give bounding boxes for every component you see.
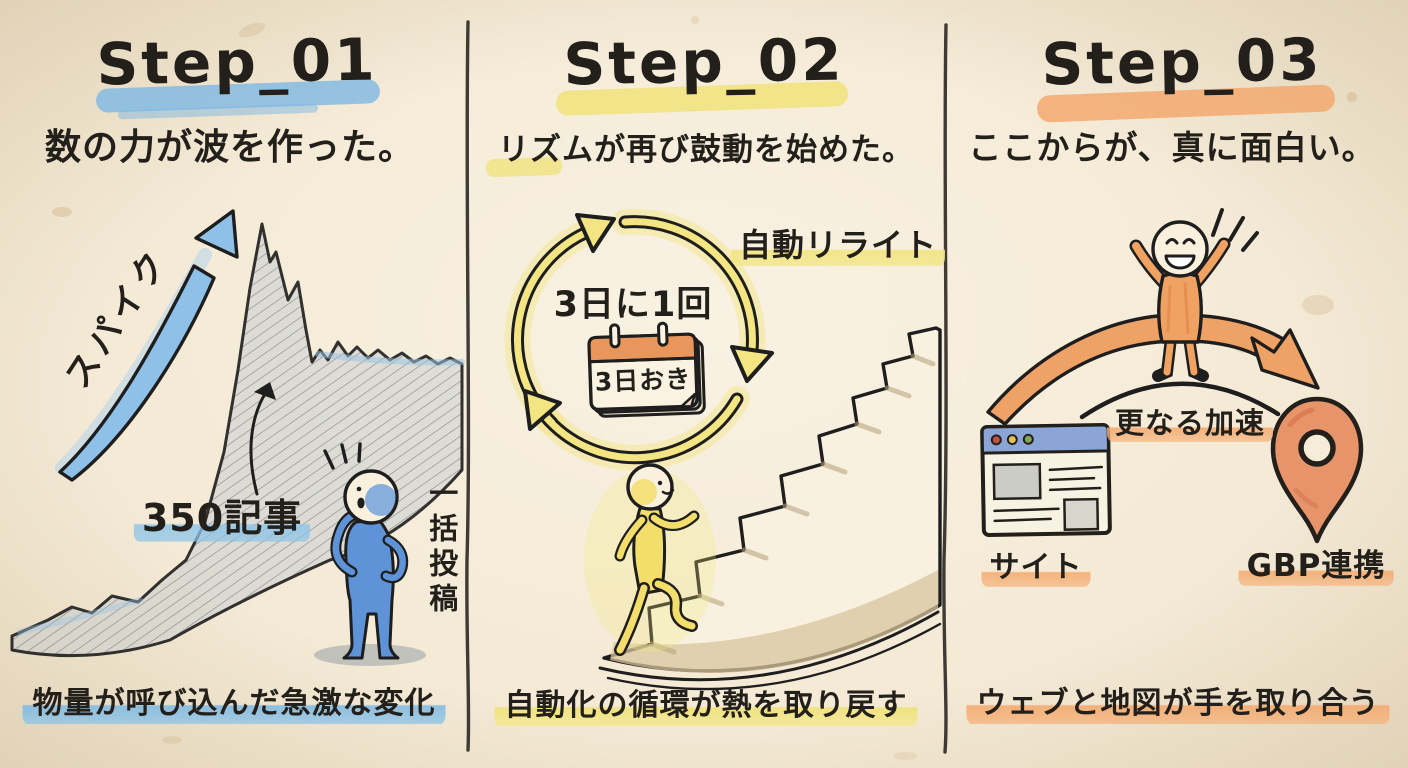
step3-subtitle: ここからが、真に面白い。 — [968, 128, 1376, 167]
cycle-arrows-icon — [504, 208, 774, 471]
auto-rewrite-label: 自動リライト — [730, 226, 946, 267]
site-label: サイト — [981, 550, 1091, 588]
step1-title: Step_01 — [95, 25, 379, 99]
calendar-icon — [587, 321, 706, 418]
batch-post-label: 一括投稿 — [424, 478, 459, 618]
step3-title: Step_03 — [1040, 25, 1324, 99]
paper-stains — [52, 16, 1357, 760]
acceleration-label: 更なる加速 — [1106, 406, 1274, 443]
staircase-icon — [598, 326, 942, 691]
celebrating-person-icon — [1129, 208, 1259, 382]
interval-label: 3日に1回 — [553, 285, 713, 325]
arch-arrow-icon — [986, 313, 1320, 426]
calendar-date-label: 3日おき — [594, 364, 692, 397]
step3-caption: ウェブと地図が手を取り合う — [966, 686, 1390, 726]
observer-person-icon — [314, 442, 426, 666]
panel-divider-right — [942, 23, 948, 754]
browser-window-icon — [980, 422, 1112, 538]
step2-title: Step_02 — [562, 25, 846, 99]
articles-arrow-icon — [249, 382, 276, 496]
step1-caption: 物量が呼び込んだ急激な変化 — [22, 686, 446, 726]
connection-arc-icon — [1079, 381, 1281, 420]
panel-divider-left — [465, 20, 471, 752]
map-pin-icon — [1270, 396, 1364, 544]
excitement-marks-icon — [1211, 208, 1259, 252]
step2-caption: 自動化の循環が熱を取り戻す — [494, 688, 918, 728]
step1-subtitle: 数の力が波を作った。 — [44, 127, 416, 168]
spike-arrow-icon — [55, 209, 239, 482]
step2-subtitle: リズムが再び鼓動を始めた。 — [498, 132, 914, 168]
gbp-label: GBP連携 — [1238, 548, 1394, 587]
articles-count-label: 350記事 — [133, 496, 311, 543]
surprise-marks-icon — [323, 442, 362, 470]
climbing-person-icon — [584, 463, 716, 656]
